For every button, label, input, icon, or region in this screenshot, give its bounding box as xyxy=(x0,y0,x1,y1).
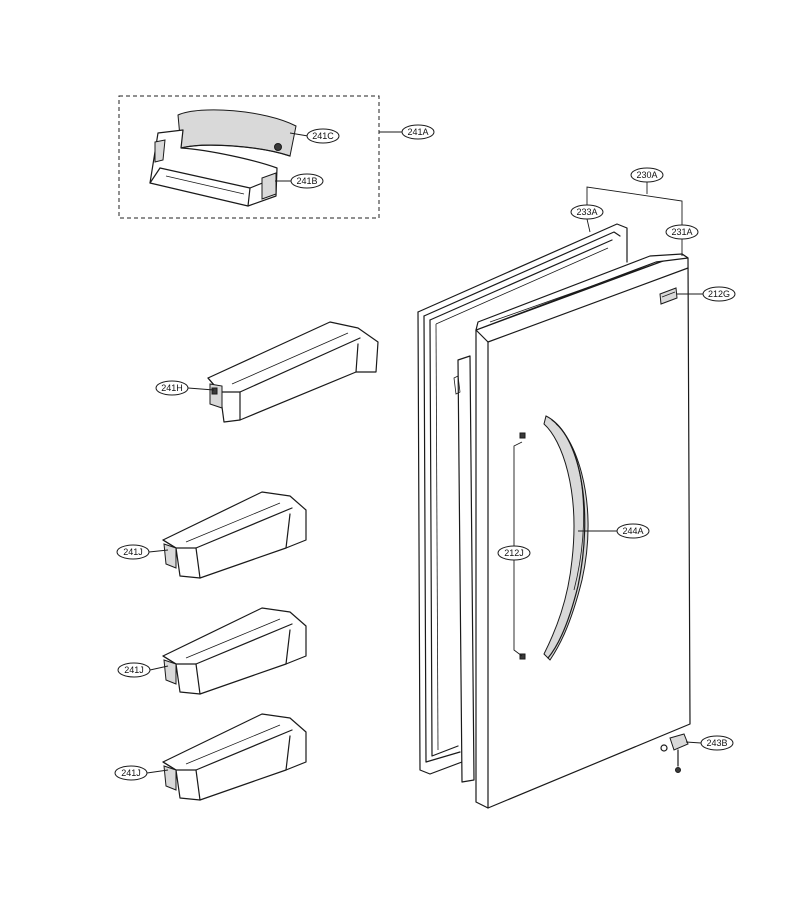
svg-text:241C: 241C xyxy=(312,131,334,141)
svg-text:241J: 241J xyxy=(121,768,141,778)
callout-230A: 230A xyxy=(630,167,664,183)
callout-241J-1: 241J xyxy=(116,544,150,560)
callout-212J: 212J xyxy=(497,545,531,561)
dairy-bin-assembly xyxy=(149,109,297,207)
svg-text:231A: 231A xyxy=(671,227,692,237)
svg-text:244A: 244A xyxy=(622,526,643,536)
svg-text:243B: 243B xyxy=(706,738,727,748)
callout-241C: 241C xyxy=(306,128,340,144)
svg-text:241H: 241H xyxy=(161,383,183,393)
callout-231A: 231A xyxy=(665,224,699,240)
callout-243B: 243B xyxy=(700,735,734,751)
callout-212G: 212G xyxy=(702,286,736,302)
callout-241J-2: 241J xyxy=(117,662,151,678)
door-gasket-233A xyxy=(417,223,628,775)
callout-241B: 241B xyxy=(290,173,324,189)
svg-text:233A: 233A xyxy=(576,207,597,217)
svg-text:230A: 230A xyxy=(636,170,657,180)
svg-text:212G: 212G xyxy=(708,289,730,299)
svg-text:212J: 212J xyxy=(504,548,524,558)
callout-244A: 244A xyxy=(616,523,650,539)
svg-text:241J: 241J xyxy=(124,665,144,675)
callout-233A: 233A xyxy=(570,204,604,220)
callout-241J-3: 241J xyxy=(114,765,148,781)
door-bin-241J-3 xyxy=(162,713,307,801)
door-bin-241J-1 xyxy=(162,491,307,579)
svg-text:241J: 241J xyxy=(123,547,143,557)
leader-lines xyxy=(146,131,703,774)
svg-text:241B: 241B xyxy=(296,176,317,186)
door-panel-231A xyxy=(453,253,691,809)
callout-241H: 241H xyxy=(155,380,189,396)
door-bin-241J-2 xyxy=(162,607,307,695)
callout-241A: 241A xyxy=(401,124,435,140)
door-bin-241H xyxy=(207,321,379,423)
svg-text:241A: 241A xyxy=(407,127,428,137)
hinge-243B xyxy=(660,733,689,773)
door-handle-244A xyxy=(519,415,589,661)
dairy-assembly-dashed-box xyxy=(118,95,380,219)
